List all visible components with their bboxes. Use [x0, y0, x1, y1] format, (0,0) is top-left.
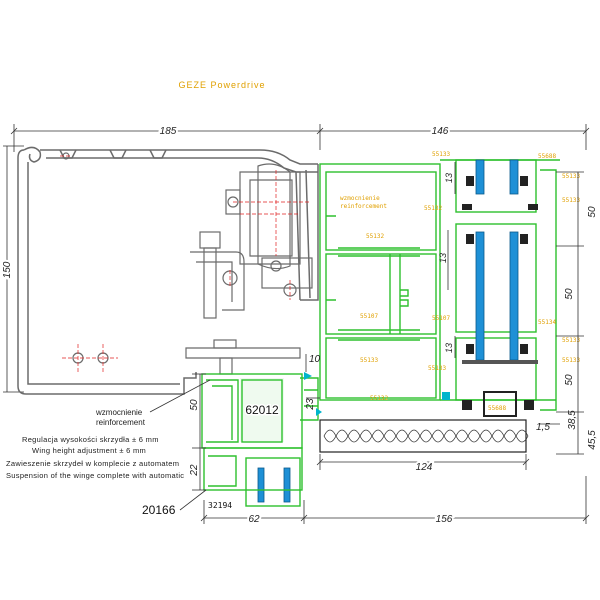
dim-10: 10 [309, 354, 321, 365]
svg-text:55107: 55107 [360, 313, 378, 320]
profile-label-20166: 20166 [142, 503, 176, 517]
dim-13-a: 13 [444, 173, 454, 183]
dim-150: 150 [2, 261, 13, 278]
dim-156: 156 [436, 514, 453, 525]
dim-185: 185 [160, 126, 177, 137]
left-lower-dims [192, 354, 320, 491]
note-reinforcement-en: reinforcement [96, 418, 146, 427]
svg-text:55133: 55133 [562, 197, 580, 204]
profile-codes: 55133 55688 55133 55133 55132 55132 5510… [340, 151, 580, 412]
clip-markers [304, 372, 450, 416]
svg-text:wzmocnienie: wzmocnienie [340, 195, 380, 202]
dim-50-r1: 50 [587, 206, 598, 218]
svg-text:55134: 55134 [538, 319, 556, 326]
svg-text:55688: 55688 [488, 405, 506, 412]
dim-124: 124 [416, 462, 433, 473]
dim-13-b: 13 [438, 253, 448, 263]
svg-text:55132: 55132 [424, 205, 442, 212]
svg-text:55133: 55133 [562, 173, 580, 180]
leader-reinforcement [149, 379, 211, 413]
note-line4: Suspension of the winge complete with au… [6, 471, 184, 480]
svg-text:55133: 55133 [562, 357, 580, 364]
svg-text:55688: 55688 [538, 153, 556, 160]
dim-22: 22 [189, 464, 200, 477]
note-line3: Zawieszenie skrzydeł w komplecie z autom… [6, 459, 179, 468]
dim-38-5: 38,5 [567, 410, 578, 430]
dim-50-r2: 50 [564, 288, 575, 300]
svg-text:55133: 55133 [432, 151, 450, 158]
dim-50-left: 50 [189, 399, 200, 411]
dim-13-c: 13 [444, 343, 454, 353]
svg-text:55132: 55132 [366, 233, 384, 240]
bottom-dimension [200, 476, 590, 524]
dim-50-r3: 50 [564, 374, 575, 386]
profile-cutout [240, 378, 284, 442]
svg-text:reinforcement: reinforcement [340, 203, 387, 210]
sash-profile-62012 [201, 373, 319, 507]
dim-124-line [316, 454, 530, 470]
svg-text:55133: 55133 [562, 337, 580, 344]
leader-20166 [179, 489, 207, 511]
dim-45-5: 45,5 [587, 430, 598, 450]
dim-62: 62 [248, 514, 260, 525]
glazing [257, 159, 519, 503]
dim-146: 146 [432, 126, 449, 137]
pulley-assembly [62, 152, 313, 375]
svg-text:55133: 55133 [360, 357, 378, 364]
profile-label-62012: 62012 [245, 403, 279, 417]
note-line1: Regulacja wysokości skrzydła ± 6 mm [22, 435, 159, 444]
svg-text:55107: 55107 [432, 315, 450, 322]
right-dimensions [447, 162, 584, 455]
note-reinforcement-pl: wzmocnienie [95, 408, 143, 417]
profile-label-32194: 32194 [208, 501, 232, 510]
center-marks [60, 155, 310, 372]
note-line2: Wing height adjustment ± 6 mm [32, 446, 146, 455]
svg-text:55133: 55133 [428, 365, 446, 372]
dim-23: 23 [305, 398, 316, 411]
top-dimension [10, 124, 590, 152]
transom-profiles [319, 159, 560, 411]
svg-text:55132: 55132 [370, 395, 388, 402]
drawing-title: GEZE Powerdrive [178, 80, 265, 90]
gaskets [462, 176, 538, 417]
dim-1-5: 1,5 [536, 422, 550, 433]
insulation-panel [319, 419, 529, 453]
